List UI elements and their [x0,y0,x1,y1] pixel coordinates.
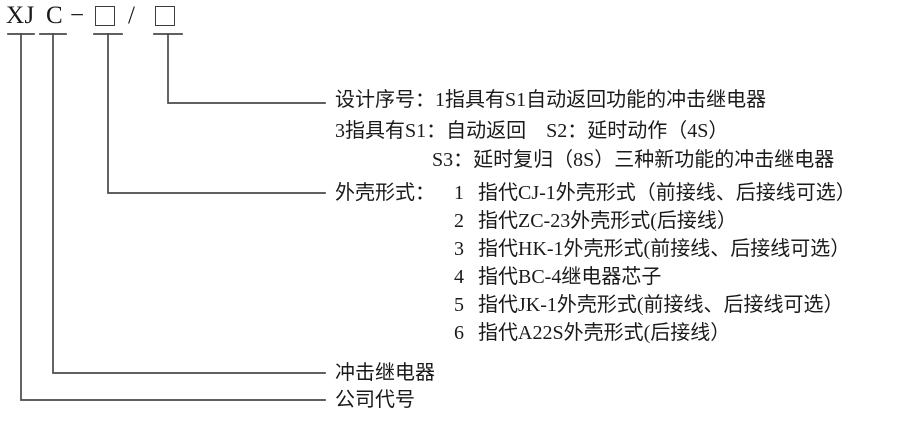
shell-form-item-4-desc: 指代BC-4继电器芯子 [478,266,662,288]
shell-form-item-6-number: 6 [454,322,464,344]
code-placeholder-box-design [155,6,175,26]
shell-form-item-3-number: 3 [454,238,464,260]
design-number-line-1: 设计序号：1指具有S1自动返回功能的冲击继电器 [335,89,767,111]
shell-form-label: 外壳形式： [335,182,435,204]
code-token-c: C [46,2,64,29]
design-number-line-3: S3：延时复归（8S）三种新功能的冲击继电器 [432,149,835,171]
shell-form-item-4-number: 4 [454,266,464,288]
leader-company-code [20,33,326,401]
company-code-label: 公司代号 [335,389,415,411]
design-number-line-2: 3指具有S1：自动返回 S2：延时动作（4S） [335,120,729,142]
shell-form-item-1-desc: 指代CJ-1外壳形式（前接线、后接线可选） [478,182,856,204]
leader-shell-form [107,33,326,194]
shell-form-item-2-number: 2 [454,210,464,232]
model-code-header: XJ C − / [0,0,200,34]
code-token-dash: − [70,2,85,29]
shell-form-item-5-number: 5 [454,294,464,316]
code-token-slash: / [128,2,136,29]
shell-form-item-2-desc: 指代ZC-23外壳形式(后接线） [478,210,737,232]
leader-design-number [167,33,326,104]
code-token-xj: XJ [6,2,35,29]
shell-form-item-3-desc: 指代HK-1外壳形式(前接线、后接线可选） [478,238,851,260]
relay-type-label: 冲击继电器 [335,362,435,384]
leader-relay-type [52,33,326,374]
shell-form-item-6-desc: 指代A22S外壳形式(后接线） [478,322,731,344]
code-placeholder-box-shell [95,6,115,26]
shell-form-item-1-number: 1 [454,182,464,204]
shell-form-item-5-desc: 指代JK-1外壳形式(前接线、后接线可选） [478,294,844,316]
